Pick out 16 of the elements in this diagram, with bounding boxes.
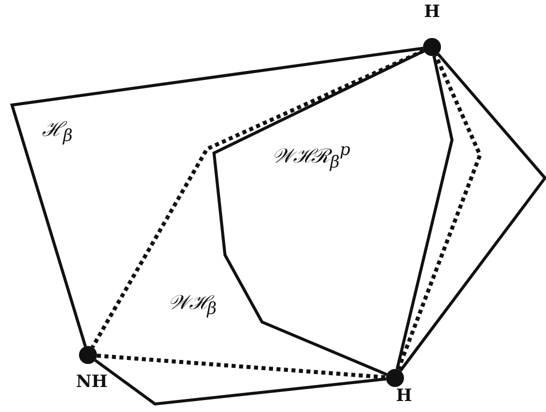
- vertex-dot: [386, 369, 404, 387]
- polygon-line: [10, 46, 424, 347]
- region-label: ℋ$_{β}$: [42, 116, 73, 145]
- vertex-dot: [423, 38, 441, 56]
- region-label: 𝒲ℋ$_{β}$: [168, 290, 217, 318]
- dotted-line: [96, 354, 386, 380]
- vertex-label: NH: [76, 372, 108, 392]
- dotted-line: [90, 48, 425, 348]
- polygon-line: [94, 359, 386, 406]
- polygon-line: [396, 55, 454, 370]
- polygon-line: [399, 52, 546, 372]
- polygon-line: [212, 50, 425, 376]
- vertex-label: H: [396, 386, 412, 406]
- vertex-dot: [79, 346, 97, 364]
- dotted-line: [396, 54, 482, 370]
- vertex-label: H: [424, 2, 440, 22]
